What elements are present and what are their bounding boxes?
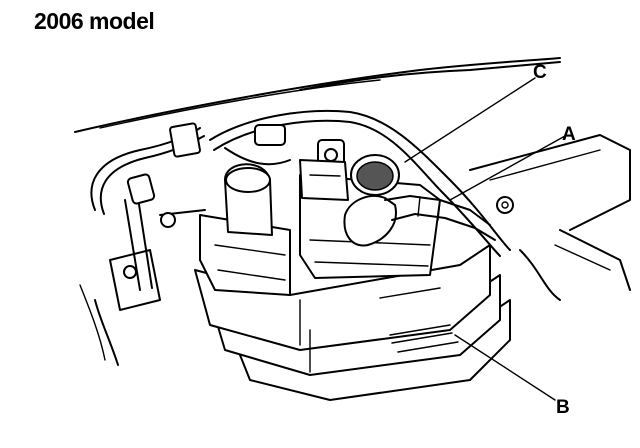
leader-line-c xyxy=(404,77,536,163)
left-coil-housing xyxy=(159,163,291,296)
lower-housings xyxy=(194,244,511,401)
connector-part-a xyxy=(343,195,514,247)
grommet-part-c xyxy=(350,154,400,196)
diagram-title: 2006 model xyxy=(34,8,155,34)
callout-a: A xyxy=(562,124,576,145)
callout-c: C xyxy=(533,62,547,83)
hood-outline xyxy=(74,57,561,133)
left-bracket xyxy=(79,197,161,366)
leader-line-b xyxy=(454,334,556,401)
right-frame xyxy=(469,134,631,291)
callout-b: B xyxy=(556,397,570,418)
leader-line-a xyxy=(449,135,566,201)
leader-lines xyxy=(404,77,566,401)
